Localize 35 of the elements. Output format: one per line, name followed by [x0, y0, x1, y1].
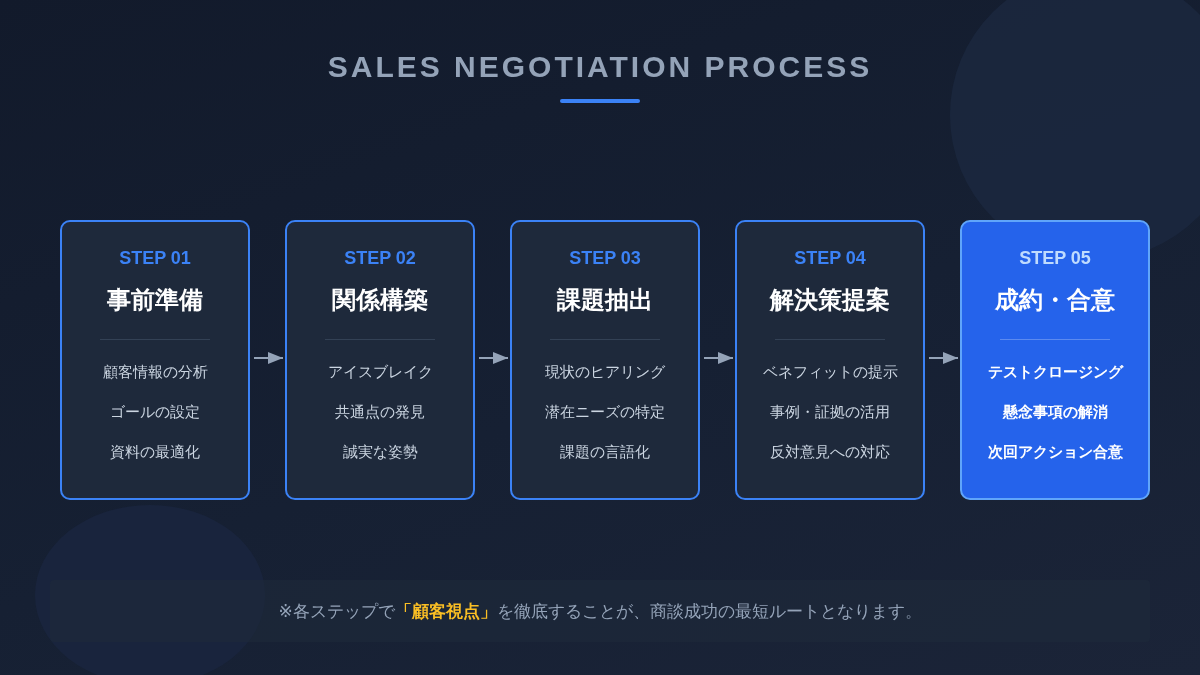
step-item: 現状のヒアリング [545, 362, 665, 382]
step-title: 課題抽出 [557, 285, 653, 315]
step-label: STEP 05 [1019, 247, 1091, 269]
step-title: 成約・合意 [995, 285, 1115, 315]
step-item: 次回アクション合意 [987, 442, 1123, 462]
step-title: 解決策提案 [770, 285, 890, 315]
arrow [928, 352, 959, 364]
step-label: STEP 04 [794, 247, 866, 269]
step-title: 事前準備 [107, 285, 203, 315]
step-item: 誠実な姿勢 [342, 442, 418, 462]
step-item: 懸念事項の解消 [1002, 402, 1108, 422]
step-item: アイスブレイク [327, 362, 433, 382]
step-card [60, 220, 250, 500]
step-item: テストクロージング [987, 362, 1123, 382]
step-item: ゴールの設定 [110, 402, 200, 422]
step-item: 資料の最適化 [110, 442, 200, 462]
step-label: STEP 03 [569, 247, 641, 269]
step-label: STEP 02 [344, 247, 416, 269]
diagram-title: SALES NEGOTIATION PROCESS [327, 49, 873, 85]
step-item: 共通点の発見 [335, 402, 425, 422]
step-item: 顧客情報の分析 [102, 362, 208, 382]
step-card [285, 220, 475, 500]
step-item: 課題の言語化 [560, 442, 650, 462]
step-card [735, 220, 925, 500]
highlighted-step-card [960, 220, 1150, 500]
step-title: 関係構築 [332, 285, 428, 315]
step-card [510, 220, 700, 500]
arrow [253, 352, 284, 364]
arrow [478, 352, 509, 364]
arrow [703, 352, 734, 364]
step-item: 反対意見への対応 [770, 442, 890, 462]
step-label: STEP 01 [119, 247, 191, 269]
step-item: 潜在ニーズの特定 [545, 402, 665, 422]
step-item: ベネフィットの提示 [762, 362, 898, 382]
step-item: 事例・証拠の活用 [770, 402, 890, 422]
